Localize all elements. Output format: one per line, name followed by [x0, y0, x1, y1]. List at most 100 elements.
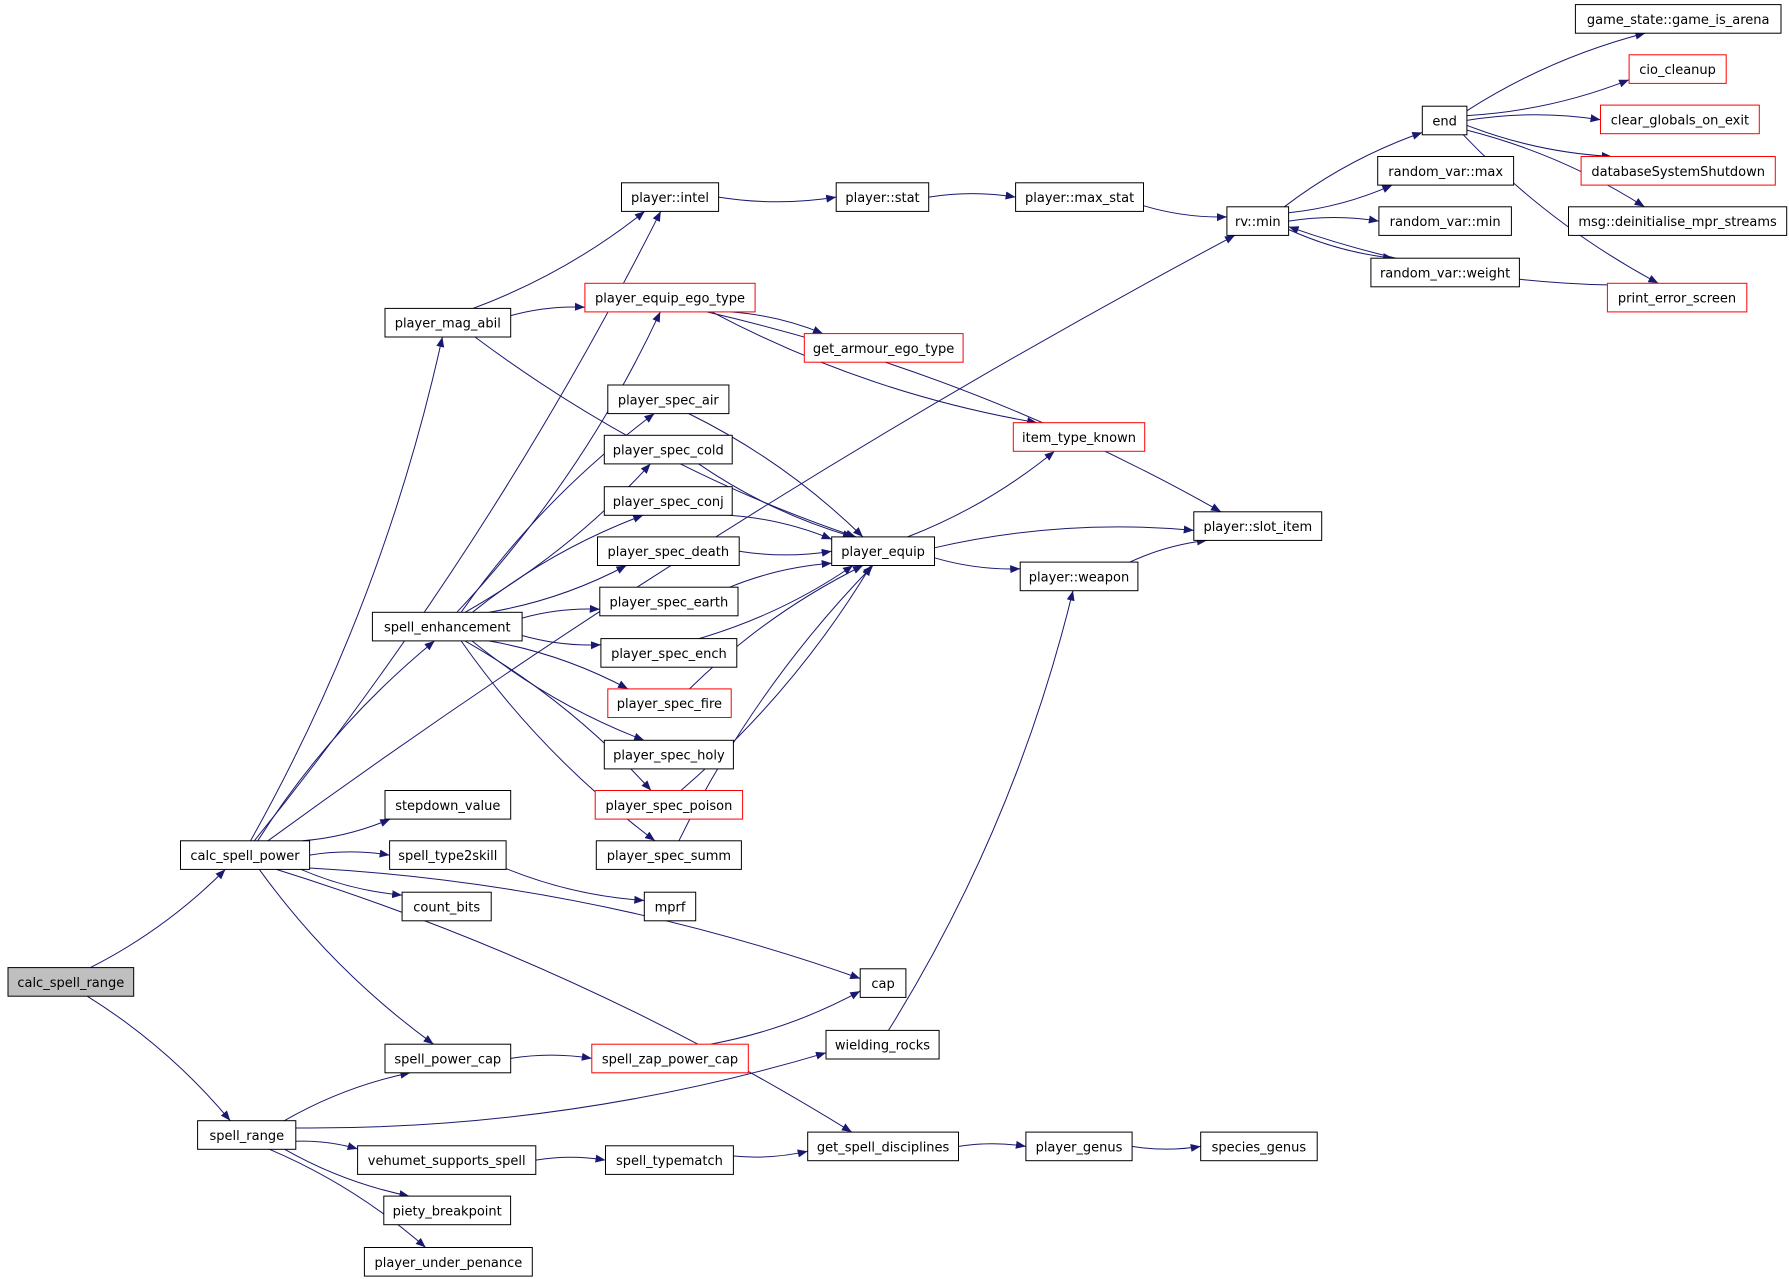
node-rv-max[interactable]: random_var::max — [1377, 156, 1515, 186]
edge-line — [295, 1140, 358, 1150]
edge-player_equip-to-player_slot_item — [934, 525, 1194, 549]
edge-line — [472, 210, 646, 309]
edge-line — [1129, 537, 1208, 563]
node-label: msg::deinitialise_mpr_streams — [1578, 215, 1777, 230]
node-label: piety_breakpoint — [393, 1204, 502, 1219]
node-spell-power-cap[interactable]: spell_power_cap — [384, 1043, 512, 1074]
node-wielding-rocks[interactable]: wielding_rocks — [825, 1029, 940, 1060]
node-rv-min[interactable]: rv::min — [1226, 206, 1290, 236]
node-ps-air[interactable]: player_spec_air — [607, 384, 730, 415]
node-player-max-stat[interactable]: player::max_stat — [1015, 182, 1144, 212]
edge-line — [521, 604, 600, 619]
edge-player_mag_abil-to-player_equip_ego_type — [510, 302, 585, 317]
node-stepdown-value[interactable]: stepdown_value — [384, 790, 512, 820]
node-databaseSystemShutdown[interactable]: databaseSystemShutdown — [1580, 156, 1776, 186]
node-label: player_spec_ench — [611, 647, 727, 662]
node-player-equip-ego-type[interactable]: player_equip_ego_type — [584, 282, 756, 313]
edge-calc_spell_range-to-calc_spell_power — [90, 869, 226, 969]
node-cio-cleanup[interactable]: cio_cleanup — [1628, 54, 1727, 84]
node-box — [197, 1120, 297, 1150]
node-player-mag-abil[interactable]: player_mag_abil — [384, 307, 512, 338]
node-item-type-known[interactable]: item_type_known — [1012, 422, 1146, 452]
node-ps-poison[interactable]: player_spec_poison — [594, 790, 744, 820]
node-rv-weight[interactable]: random_var::weight — [1370, 257, 1520, 288]
edge-rv_min-to-random_var_min — [1288, 215, 1379, 224]
node-msg-deinit[interactable]: msg::deinitialise_mpr_streams — [1568, 206, 1788, 236]
edge-spell_enhancement-to-ps_earth — [521, 604, 600, 619]
node-clear-globals-on-exit[interactable]: clear_globals_on_exit — [1600, 104, 1760, 135]
node-label: spell_range — [210, 1129, 285, 1144]
node-player-under-penance[interactable]: player_under_penance — [363, 1247, 533, 1277]
node-ps-holy[interactable]: player_spec_holy — [603, 739, 734, 770]
node-box — [180, 840, 311, 870]
node-spell-range[interactable]: spell_range — [197, 1120, 297, 1150]
edge-spell_enhancement-to-ps_holy — [471, 640, 645, 741]
node-box — [600, 638, 738, 668]
node-cap[interactable]: cap — [859, 968, 907, 998]
edge-line — [706, 311, 1222, 513]
edge-line — [488, 640, 629, 690]
edge-end-to-game_is_arena — [1466, 31, 1646, 112]
node-player-intel[interactable]: player::intel — [621, 182, 720, 212]
node-ps-cold[interactable]: player_spec_cold — [603, 434, 733, 465]
node-end[interactable]: end — [1421, 105, 1468, 136]
edge-player_max_stat-to-rv_min — [1143, 205, 1227, 222]
edge-line — [464, 463, 651, 613]
edge-spell_range-to-player_under_penance — [269, 1148, 427, 1248]
edge-calc_spell_power-to-spell_enhancement — [257, 640, 435, 842]
edge-calc_spell_power-to-count_bits — [300, 868, 403, 899]
node-calc-spell-range[interactable]: calc_spell_range — [7, 967, 135, 997]
node-mprf[interactable]: mprf — [643, 891, 697, 922]
node-ps-death[interactable]: player_spec_death — [597, 536, 740, 567]
node-box — [621, 182, 720, 212]
edge-player_equip-to-player_weapon — [934, 557, 1021, 574]
edge-line — [309, 849, 390, 858]
edge-line — [739, 548, 832, 557]
node-label: random_var::max — [1388, 165, 1503, 180]
edge-calc_spell_power-to-player_mag_abil — [250, 336, 445, 842]
node-box — [1606, 282, 1748, 313]
node-player-genus[interactable]: player_genus — [1025, 1131, 1133, 1162]
node-vehumet-supports-spell[interactable]: vehumet_supports_spell — [357, 1145, 537, 1175]
node-get-spell-disciplines[interactable]: get_spell_disciplines — [807, 1131, 960, 1162]
node-spell-typematch[interactable]: spell_typematch — [605, 1145, 734, 1175]
edge-ps_cold-to-player_equip — [698, 463, 854, 538]
node-label: species_genus — [1212, 1140, 1307, 1155]
node-piety-breakpoint[interactable]: piety_breakpoint — [383, 1195, 512, 1226]
node-player-weapon[interactable]: player::weapon — [1019, 561, 1139, 592]
node-print-error-screen[interactable]: print_error_screen — [1606, 282, 1748, 313]
node-spell-type2skill[interactable]: spell_type2skill — [389, 840, 507, 870]
node-ps-fire[interactable]: player_spec_fire — [607, 688, 732, 719]
edge-line — [689, 565, 864, 690]
edge-line — [521, 635, 601, 650]
node-label: player_spec_holy — [613, 749, 725, 764]
node-player-slot-item[interactable]: player::slot_item — [1193, 511, 1323, 541]
edge-line — [472, 514, 644, 613]
node-ps-conj[interactable]: player_spec_conj — [603, 486, 733, 516]
node-game-is-arena[interactable]: game_state::game_is_arena — [1574, 4, 1782, 34]
node-box — [1012, 422, 1146, 452]
node-get-armour-ego-type[interactable]: get_armour_ego_type — [803, 333, 964, 363]
node-ps-earth[interactable]: player_spec_earth — [599, 586, 739, 617]
node-label: player_spec_earth — [610, 596, 729, 611]
node-spell-zap-power-cap[interactable]: spell_zap_power_cap — [591, 1043, 749, 1074]
node-calc-spell-power[interactable]: calc_spell_power — [180, 840, 311, 870]
edge-line — [456, 311, 661, 613]
edge-line — [267, 234, 1236, 842]
edge-rv_min-to-end — [1283, 132, 1423, 208]
node-ps-ench[interactable]: player_spec_ench — [600, 638, 738, 668]
edge-line — [711, 311, 1038, 425]
node-player-equip[interactable]: player_equip — [831, 536, 936, 567]
node-label: player_genus — [1036, 1140, 1123, 1155]
node-ps-summ[interactable]: player_spec_summ — [595, 840, 742, 870]
node-species-genus[interactable]: species_genus — [1200, 1131, 1318, 1162]
node-spell-enhancement[interactable]: spell_enhancement — [371, 611, 523, 642]
node-label: player_spec_cold — [613, 444, 724, 459]
node-random-var-min[interactable]: random_var::min — [1378, 206, 1512, 236]
edge-player_mag_abil-to-player_intel — [472, 210, 646, 309]
node-count-bits[interactable]: count_bits — [401, 891, 492, 922]
node-player-stat[interactable]: player::stat — [835, 182, 930, 212]
edge-line — [934, 525, 1194, 549]
edge-spell_enhancement-to-player_equip_ego_type — [456, 311, 661, 613]
